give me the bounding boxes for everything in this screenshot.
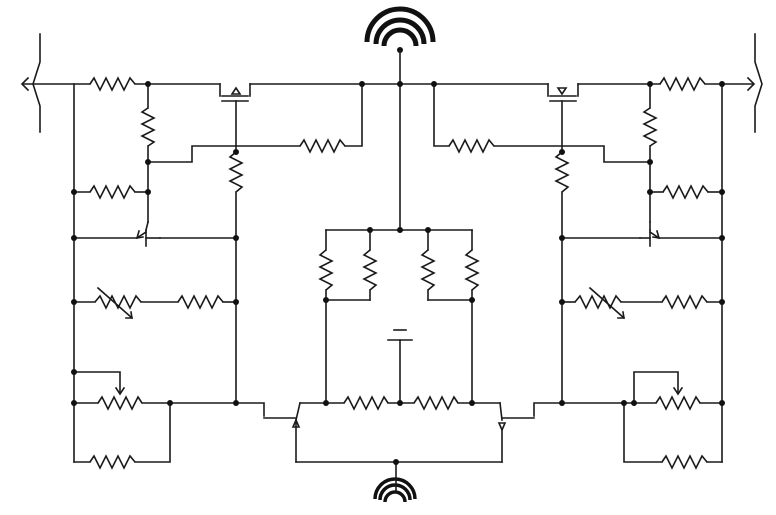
resistor-left-vertical-1 <box>140 107 156 147</box>
fet-bottom-right <box>497 402 563 463</box>
resistor-right-vertical-1 <box>642 107 658 147</box>
resistor-right-bottom <box>661 454 708 470</box>
antenna-top <box>364 6 436 85</box>
resistor-center-1 <box>318 249 334 291</box>
capacitor-center <box>387 329 413 404</box>
resistor-left-h2 <box>89 184 136 200</box>
resistor-right-h2 <box>662 184 709 200</box>
resistor-center-bottom-right <box>413 395 459 411</box>
resistor-left-vertical-2 <box>228 151 244 193</box>
resistor-left-bottom <box>89 454 136 470</box>
terminal-left <box>20 33 41 133</box>
variable-resistor-right <box>574 286 626 320</box>
resistor-right-h3 <box>661 294 708 310</box>
potentiometer-left <box>73 371 237 411</box>
terminal-right <box>746 33 763 133</box>
resistor-center-bottom-left <box>343 395 389 411</box>
mosfet-left <box>219 83 251 153</box>
resistor-right-vertical-2 <box>554 151 570 193</box>
antenna-bottom <box>373 462 417 503</box>
resistor-center-4 <box>464 249 480 291</box>
resistor-center-2 <box>362 249 378 291</box>
resistor-left-h3 <box>177 294 224 310</box>
potentiometer-right <box>561 371 723 411</box>
resistor-left-feedback <box>299 138 346 154</box>
resistor-right-feedback <box>448 138 495 154</box>
variable-resistor-left <box>94 286 142 320</box>
junction-dots <box>71 81 725 465</box>
resistor-center-3 <box>420 249 436 291</box>
mosfet-right <box>547 83 579 153</box>
resistor-top-right <box>659 76 706 92</box>
bjt-left <box>73 221 237 247</box>
fet-bottom-left <box>235 402 301 463</box>
bjt-right <box>561 221 723 247</box>
resistor-top-left <box>89 76 136 92</box>
